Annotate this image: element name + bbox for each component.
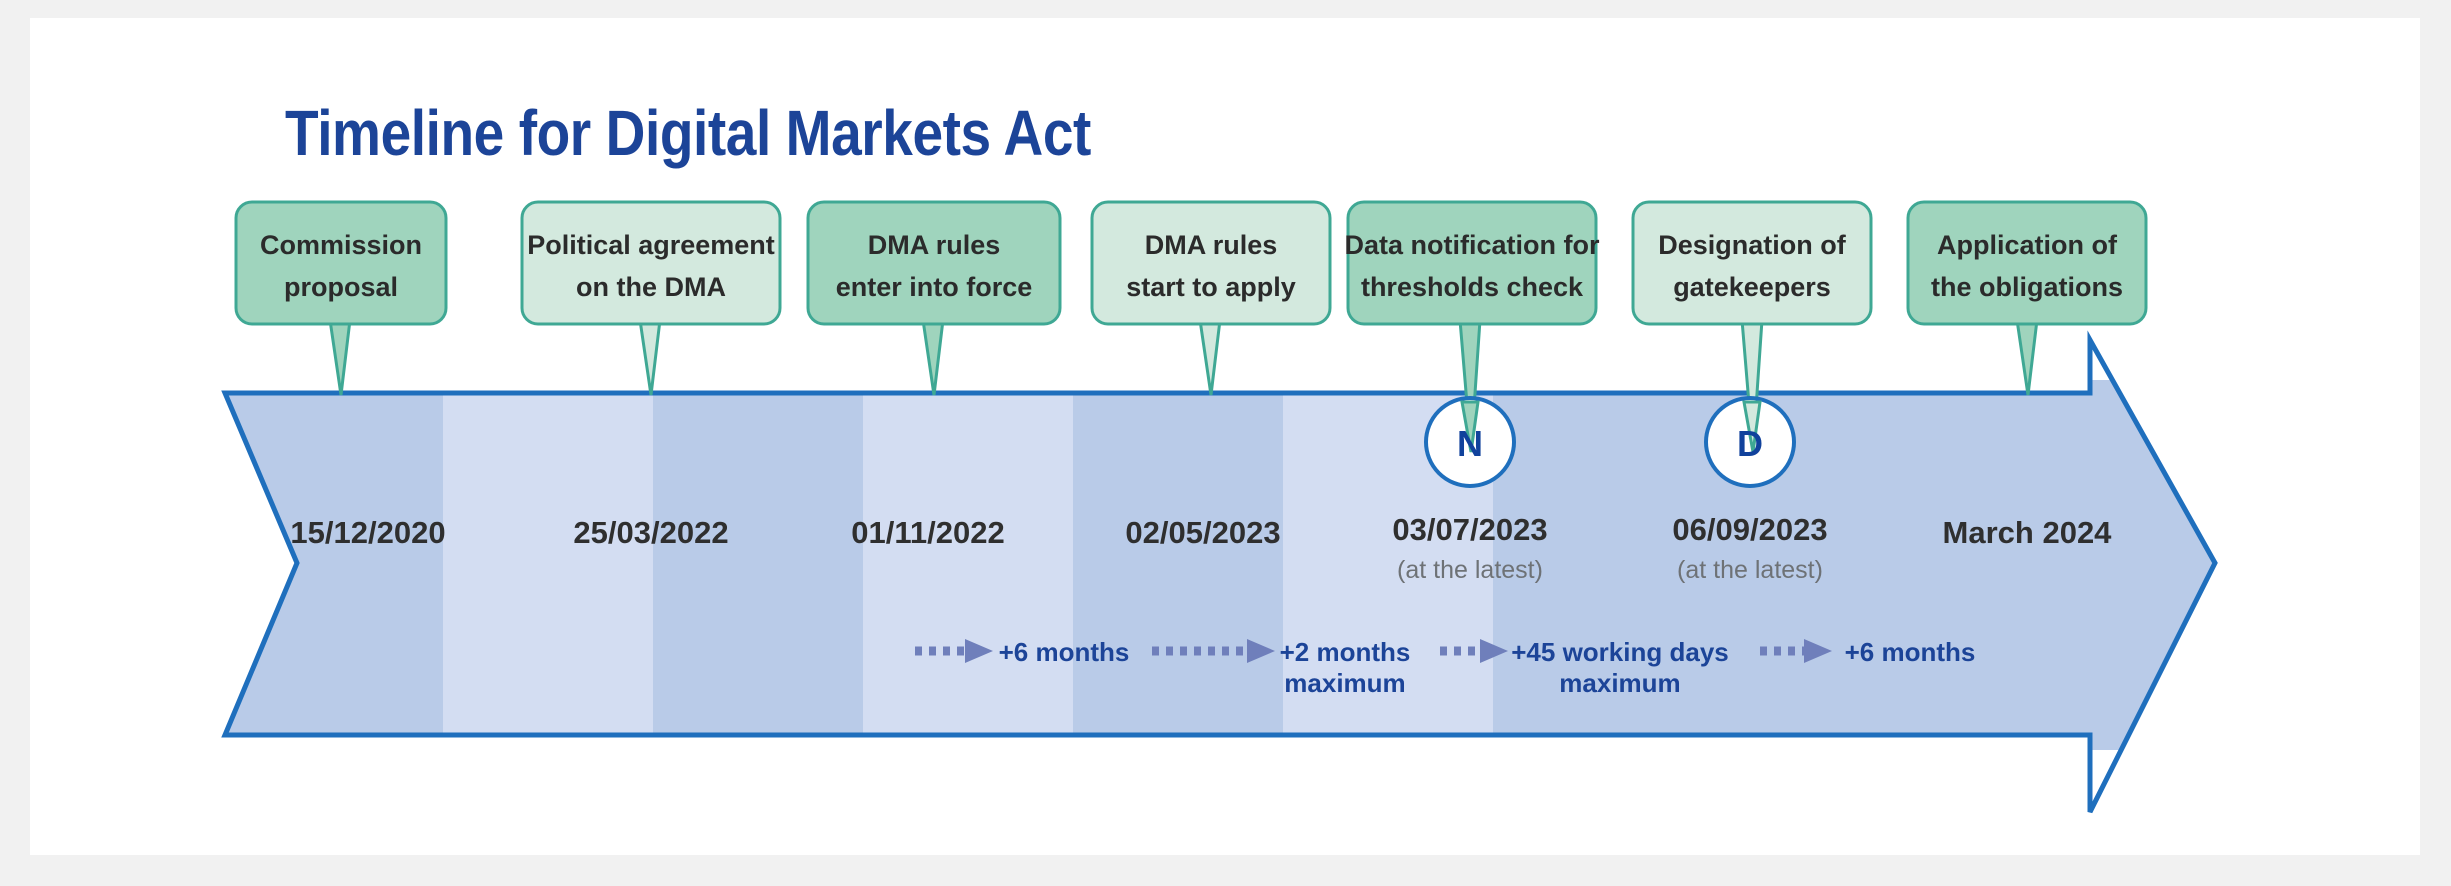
milestone-3[interactable]: DMA rules enter into force 01/11/2022 — [806, 200, 1062, 550]
milestone-date-3: 01/11/2022 — [851, 515, 1004, 550]
milestone-date-5: 03/07/2023 — [1392, 512, 1547, 547]
milestone-date-6: 06/09/2023 — [1672, 512, 1827, 547]
callout-tail-6-overlay — [1742, 400, 1762, 453]
callout-box-5[interactable] — [1346, 200, 1598, 326]
milestone-6[interactable]: Designation of gatekeepers D 06/09/2023 … — [1631, 200, 1873, 584]
callout-line-3b: enter into force — [836, 272, 1033, 302]
callout-line-4a: DMA rules — [1145, 230, 1278, 260]
timeline-band-7 — [1493, 380, 2215, 750]
callout-tail-3 — [921, 318, 945, 396]
callout-line-1a: Commission — [260, 230, 422, 260]
callout-box-1[interactable] — [234, 200, 448, 326]
page-title: Timeline for Digital Markets Act — [285, 97, 1091, 169]
duration-label-3a: +45 working days — [1511, 637, 1728, 667]
milestone-note-6: (at the latest) — [1677, 556, 1823, 584]
callout-box-2[interactable] — [520, 200, 782, 326]
milestone-1[interactable]: Commission proposal 15/12/2020 — [234, 200, 448, 550]
duration-4: +6 months — [1760, 637, 1975, 667]
callout-tail-7 — [2015, 318, 2039, 396]
callout-tail-2 — [638, 318, 662, 396]
callout-line-7a: Application of — [1937, 230, 2118, 260]
milestone-date-1: 15/12/2020 — [290, 515, 445, 550]
milestone-date-4: 02/05/2023 — [1125, 515, 1280, 550]
callout-line-5b: thresholds check — [1361, 272, 1584, 302]
callout-line-6b: gatekeepers — [1673, 272, 1831, 302]
dotted-arrow-icon-3 — [1440, 639, 1508, 663]
milestone-note-5: (at the latest) — [1397, 556, 1543, 584]
callout-line-7b: the obligations — [1931, 272, 2123, 302]
callout-line-1b: proposal — [284, 272, 398, 302]
duration-label-2b: maximum — [1284, 668, 1405, 698]
dotted-arrow-icon-4 — [1760, 639, 1832, 663]
duration-3: +45 working days maximum — [1440, 637, 1729, 698]
duration-1: +6 months — [915, 637, 1129, 667]
timeline-band-4 — [863, 380, 1073, 750]
callout-line-6a: Designation of — [1658, 230, 1847, 260]
timeline-arrow-outline — [221, 330, 2218, 814]
duration-label-3b: maximum — [1559, 668, 1680, 698]
callout-tail-5-overlay — [1460, 400, 1480, 453]
timeline-band-2 — [443, 380, 653, 750]
callout-line-5a: Data notification for — [1345, 230, 1600, 260]
callout-line-2b: on the DMA — [576, 272, 726, 302]
milestone-4[interactable]: DMA rules start to apply 02/05/2023 — [1090, 200, 1332, 550]
callout-line-2a: Political agreement — [527, 230, 775, 260]
callout-line-4b: start to apply — [1126, 272, 1296, 302]
callout-line-3a: DMA rules — [868, 230, 1001, 260]
callout-box-4[interactable] — [1090, 200, 1332, 326]
milestone-date-2: 25/03/2022 — [573, 515, 728, 550]
milestone-5[interactable]: Data notification for thresholds check N… — [1345, 200, 1600, 584]
timeline-band-1 — [225, 380, 443, 750]
callout-box-6[interactable] — [1631, 200, 1873, 326]
timeline-band-3 — [653, 380, 863, 750]
marker-letter-n: N — [1457, 423, 1483, 464]
callout-box-3[interactable] — [806, 200, 1062, 326]
dotted-arrow-icon-2 — [1152, 639, 1275, 663]
duration-label-1a: +6 months — [999, 637, 1130, 667]
timeline-bands — [225, 380, 2215, 750]
marker-letter-d: D — [1737, 423, 1763, 464]
timeline-band-5 — [1073, 380, 1283, 750]
milestone-7[interactable]: Application of the obligations March 202… — [1906, 200, 2148, 550]
callout-box-7[interactable] — [1906, 200, 2148, 326]
duration-label-2a: +2 months — [1280, 637, 1411, 667]
duration-2: +2 months maximum — [1152, 637, 1410, 698]
callout-tail-4 — [1198, 318, 1222, 396]
milestone-2[interactable]: Political agreement on the DMA 25/03/202… — [520, 200, 782, 550]
callout-tail-1 — [328, 318, 352, 396]
milestone-date-7: March 2024 — [1943, 515, 2113, 550]
duration-label-4a: +6 months — [1845, 637, 1976, 667]
dotted-arrow-icon-1 — [915, 639, 993, 663]
